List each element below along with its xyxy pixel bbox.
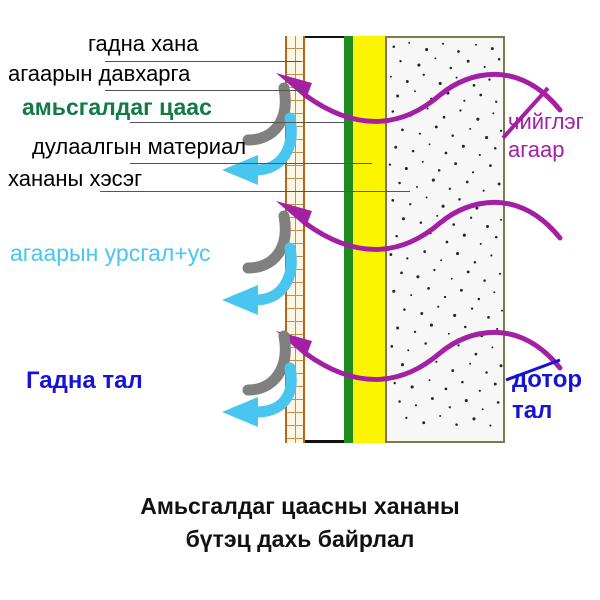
label-air-layer: агаарын давхарга [8,61,191,86]
leader-line-breathable-paper [130,122,344,123]
cyan-arrowhead-group [222,155,258,427]
leader-line-insulation [130,163,372,164]
speckle-texture [388,41,503,427]
label-airflow-water: агаарын урсгал+ус [10,240,211,266]
wall-layer-breathable-paper [344,36,353,443]
wall-layer-insulation [353,36,385,443]
label-inner-side-line2: тал [512,397,553,425]
gray-airflow-arc-3 [242,330,291,396]
label-insulation-material: дулаалгын материал [32,134,247,159]
label-inner-side-line1: дотор [512,366,583,393]
label-inner-side: дотор тал [512,364,582,426]
gray-airflow-group [242,82,291,396]
label-outer-side: Гадна тал [26,367,143,394]
gray-airflow-arc-2 [242,210,291,274]
cyan-arrowhead-3 [222,397,258,427]
label-humid-air-line1: чийглэг [508,109,584,134]
label-outer-wall: гадна хана [88,31,199,56]
label-wall-part: хананы хэсэг [8,166,143,191]
cyan-arrowhead-2 [222,285,258,315]
gray-airflow-arc-1 [242,82,291,146]
label-humid-air-line2: агаар [508,136,565,162]
label-humid-air: чийглэг агаар [508,108,584,163]
air-gap-top-edge [305,36,344,38]
leader-line-wall-part [100,191,410,192]
label-breathable-paper: амьсгалдаг цаас [22,94,212,120]
leader-line-air-layer [105,90,301,91]
cyan-arrowhead-1 [222,155,258,185]
figure-caption-line2: бүтэц дахь байрлал [185,526,415,553]
wall-layer-air-gap [305,36,344,443]
figure-caption-line1: Амьсгалдаг цаасны хананы [140,493,460,519]
air-gap-bottom-edge [305,440,344,443]
brick-hatch-pattern [287,36,303,443]
leader-line-outer-wall [105,61,301,62]
wall-layer-outer-brick [285,36,305,443]
figure-caption: Амьсгалдаг цаасны хананы бүтэц дахь байр… [0,490,600,557]
wall-layer-structure [385,36,505,443]
